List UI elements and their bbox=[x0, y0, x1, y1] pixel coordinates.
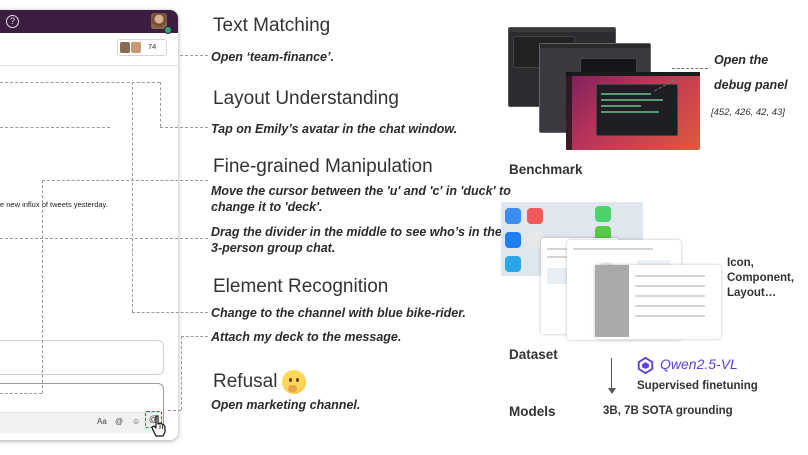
online-status-dot bbox=[164, 26, 172, 34]
category-text-matching: Text Matching bbox=[213, 15, 331, 36]
category-refusal: Refusal bbox=[213, 371, 278, 392]
leader-line bbox=[132, 82, 133, 312]
finetune-label: Supervised finetuning bbox=[637, 380, 758, 392]
task-layout-understanding: Tap on Emily’s avatar in the chat window… bbox=[211, 122, 458, 136]
leader-line bbox=[0, 238, 208, 239]
message-composer[interactable]: Aa @ ☺ bbox=[0, 383, 164, 433]
message-text: e new influx of tweets yesterday. bbox=[0, 200, 108, 209]
benchmark-annotation-1: Open the bbox=[714, 53, 769, 67]
task-element-recognition-2: Attach my deck to the message. bbox=[211, 330, 402, 344]
qwen-model-name: Qwen2.5-VL bbox=[660, 356, 738, 372]
user-avatar[interactable] bbox=[151, 13, 167, 29]
mention-icon[interactable]: @ bbox=[115, 417, 124, 426]
qwen-logo-icon bbox=[637, 357, 654, 374]
header-divider bbox=[0, 65, 178, 66]
models-label: Models bbox=[509, 404, 556, 419]
task-fine-grained-2b: 3-person group chat. bbox=[211, 241, 336, 255]
bbox-coordinates: [452, 426, 42, 43] bbox=[711, 107, 785, 118]
hand-cursor-icon bbox=[151, 415, 166, 437]
task-fine-grained-1b: change it to 'deck'. bbox=[211, 200, 323, 214]
leader-line bbox=[180, 55, 208, 56]
task-refusal: Open marketing channel. bbox=[211, 398, 361, 412]
category-element-recognition: Element Recognition bbox=[213, 276, 389, 297]
leader-line bbox=[160, 127, 208, 128]
dataset-highlight bbox=[595, 265, 629, 337]
leader-line bbox=[168, 410, 181, 411]
benchmark-label: Benchmark bbox=[509, 162, 583, 177]
leader-line bbox=[181, 336, 208, 337]
thinking-emoji bbox=[282, 370, 306, 394]
leader-line bbox=[672, 68, 708, 69]
format-icon[interactable]: Aa bbox=[97, 417, 107, 426]
category-fine-grained: Fine-grained Manipulation bbox=[213, 156, 433, 177]
task-text-matching: Open ‘team-finance’. bbox=[211, 50, 334, 64]
task-element-recognition-1: Change to the channel with blue bike-rid… bbox=[211, 306, 466, 320]
leader-line bbox=[42, 180, 43, 393]
task-fine-grained-1a: Move the cursor between the 'u' and 'c' … bbox=[211, 184, 511, 198]
leader-line bbox=[0, 393, 42, 394]
task-fine-grained-2a: Drag the divider in the middle to see wh… bbox=[211, 225, 502, 239]
member-avatar bbox=[131, 42, 141, 53]
category-layout-understanding: Layout Understanding bbox=[213, 88, 399, 109]
leader-line bbox=[0, 82, 160, 83]
leader-line bbox=[160, 82, 161, 127]
dataset-label: Dataset bbox=[509, 347, 558, 362]
benchmark-screenshot bbox=[566, 72, 700, 150]
down-arrow-head bbox=[607, 388, 616, 394]
leader-line bbox=[42, 180, 208, 181]
help-icon[interactable]: ? bbox=[6, 15, 19, 28]
composer-toolbar bbox=[0, 412, 163, 433]
reply-box[interactable] bbox=[0, 340, 164, 375]
leader-line bbox=[0, 127, 110, 128]
down-arrow-icon bbox=[611, 358, 612, 390]
benchmark-annotation-2: debug panel bbox=[714, 78, 788, 92]
member-avatar bbox=[120, 42, 130, 53]
leader-line bbox=[132, 312, 208, 313]
leader-line bbox=[181, 336, 182, 410]
member-count: 74 bbox=[148, 42, 157, 51]
window-titlebar: ? bbox=[0, 10, 178, 34]
chat-window: ? 74 e new influx of tweets yesterday. A… bbox=[0, 10, 178, 440]
models-description: 3B, 7B SOTA grounding bbox=[603, 405, 733, 417]
dataset-annotation: Icon, Component, Layout… bbox=[727, 257, 795, 299]
emoji-icon[interactable]: ☺ bbox=[132, 417, 141, 426]
channel-members-button[interactable]: 74 bbox=[117, 39, 167, 56]
